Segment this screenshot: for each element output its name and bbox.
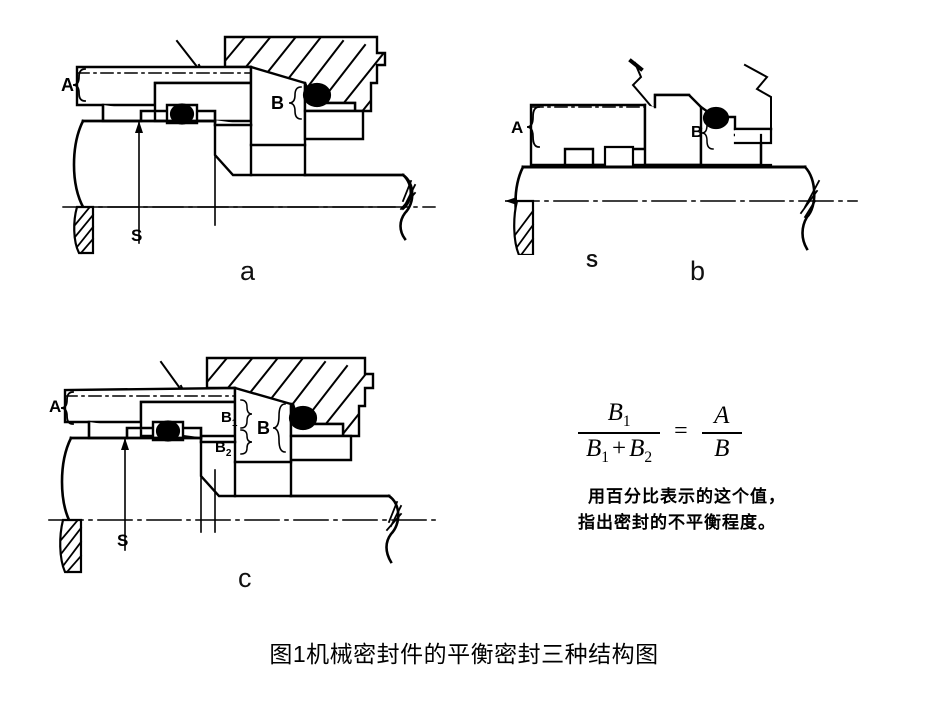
dimension-b-bracket-b: [701, 116, 714, 150]
dimension-a-bracket-a: [72, 68, 86, 102]
o-ring-seal-c-upper: [288, 405, 318, 431]
label-c-B: B: [257, 418, 270, 438]
o-ring-seal-b-upper: [702, 106, 730, 130]
dimension-s-c: [121, 437, 129, 551]
dimension-b1-bracket-c: [240, 399, 253, 429]
shaft-break-right-b: [801, 165, 816, 251]
panel-letter-a: a: [240, 256, 256, 286]
panel-c-drawing: A B1 B2 B S: [48, 356, 438, 574]
dimension-b2-bracket-c: [240, 429, 253, 455]
equals-sign: =: [674, 418, 688, 445]
formula-right-numerator: A: [714, 402, 730, 430]
note-line-1: 用百分比表示的这个值，: [588, 487, 786, 506]
shaft-break-hatch-left-a: [73, 205, 95, 255]
dimension-b-bracket-a: [288, 86, 302, 120]
formula-right-fraction: A B: [701, 401, 742, 465]
panel-a-drawing: A B S: [61, 35, 436, 255]
dimension-a-bracket-b: [526, 106, 540, 148]
label-a-B: B: [271, 93, 284, 113]
shaft-break-hatch-left-c: [59, 518, 83, 574]
label-b-A: A: [511, 118, 523, 137]
dimension-s-a: [135, 120, 143, 244]
formula-left-fraction: B1 B1+B2: [578, 398, 661, 468]
figure-caption: 图1机械密封件的平衡密封三种结构图: [269, 641, 659, 667]
formula-note: 用百分比表示的这个值， 指出密封的不平衡程度。: [578, 484, 786, 535]
fraction-bar-left: [578, 431, 661, 434]
balance-ratio-formula: B1 B1+B2 = A B: [578, 398, 742, 468]
dimension-a-bracket-c: [60, 391, 74, 425]
dimension-b-bracket-c: [272, 403, 286, 453]
formula-denominator: B1+B2: [586, 434, 653, 466]
label-c-S: S: [117, 531, 128, 550]
diagram-panel-a: A B S: [55, 25, 445, 275]
formula-numerator: B1: [607, 399, 631, 430]
fraction-bar-right: [701, 431, 742, 434]
o-ring-seal-c-lower: [155, 420, 181, 442]
diagram-panel-c: A B1 B2 B S: [45, 350, 445, 580]
panel-letter-c: c: [238, 563, 252, 593]
shaft-break-left-a: [72, 119, 85, 209]
label-a-A: A: [61, 75, 74, 95]
diagram-panel-b: A B: [505, 55, 865, 255]
leader-lines-b: [628, 58, 772, 134]
label-b-B: B: [691, 124, 703, 141]
shaft-break-hatch-left-b: [513, 199, 535, 255]
panel-b-drawing: A B: [505, 58, 858, 255]
label-c-A: A: [49, 397, 61, 416]
label-a-S: S: [131, 226, 142, 245]
o-ring-seal-a-upper: [302, 82, 332, 108]
panel-letter-b: b: [690, 256, 706, 286]
shaft-break-left-c: [60, 436, 73, 526]
label-b-S: S: [586, 251, 599, 271]
formula-right-denominator: B: [714, 434, 730, 462]
note-line-2: 指出密封的不平衡程度。: [578, 512, 776, 532]
o-ring-seal-a-lower: [169, 103, 195, 125]
